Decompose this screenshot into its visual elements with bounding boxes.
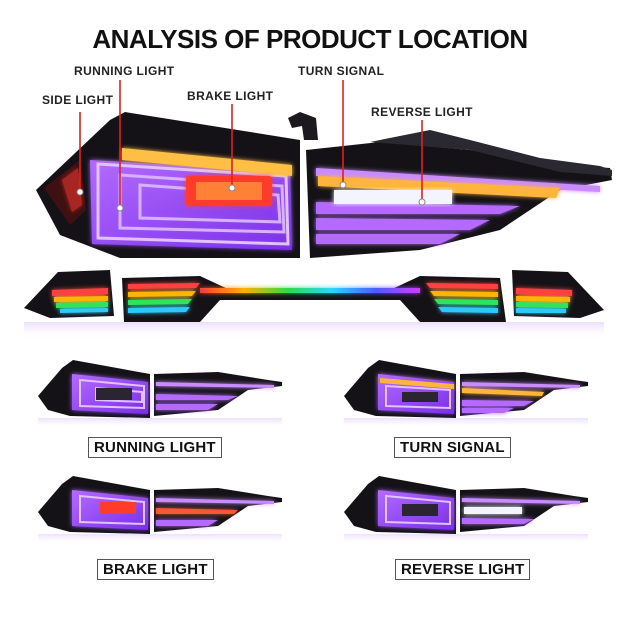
side-light-glow: [62, 168, 82, 212]
callout-running-light: RUNNING LIGHT: [74, 64, 175, 78]
hero-taillight: [36, 112, 612, 258]
callout-leaders: [79, 80, 423, 205]
right-amber-bar: [318, 176, 560, 198]
callout-reverse-light: REVERSE LIGHT: [371, 105, 473, 119]
page-title: ANALYSIS OF PRODUCT LOCATION: [92, 24, 528, 54]
left-amber-bar: [122, 148, 292, 176]
mode-label-turn-signal: TURN SIGNAL: [394, 437, 511, 458]
rgb-strip-preview: [24, 270, 604, 340]
thumb-brake-light: [38, 476, 282, 534]
mode-label-running-light: RUNNING LIGHT: [88, 437, 222, 458]
mode-label-reverse-light: REVERSE LIGHT: [395, 559, 531, 580]
thumb-turn-signal: [344, 360, 588, 418]
callout-side-light: SIDE LIGHT: [42, 93, 114, 107]
callout-turn-signal: TURN SIGNAL: [298, 64, 385, 78]
callout-brake-light: BRAKE LIGHT: [187, 89, 274, 103]
thumb-running-light: [38, 360, 282, 418]
reverse-lamp: [334, 190, 452, 204]
mount-bracket: [288, 112, 318, 140]
mode-label-brake-light: BRAKE LIGHT: [97, 559, 214, 580]
thumb-reverse-light: [344, 476, 588, 534]
